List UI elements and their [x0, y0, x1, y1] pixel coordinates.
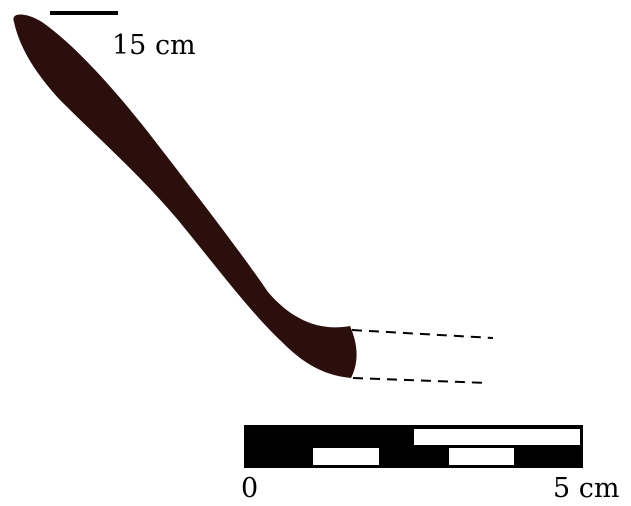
scale-end-label: 5 cm [553, 473, 620, 504]
sherd-profile [13, 14, 357, 378]
scale-bar-bottom-white-1 [313, 448, 379, 465]
scale-bar [244, 425, 583, 468]
scale-bar-top-white [414, 429, 580, 445]
reconstruction-line-upper [351, 329, 494, 339]
reconstruction-line-lower [352, 377, 488, 384]
scale-start-label: 0 [241, 473, 259, 504]
scale-bar-bottom-white-2 [449, 448, 514, 465]
rim-diameter-label: 15 cm [112, 30, 196, 61]
